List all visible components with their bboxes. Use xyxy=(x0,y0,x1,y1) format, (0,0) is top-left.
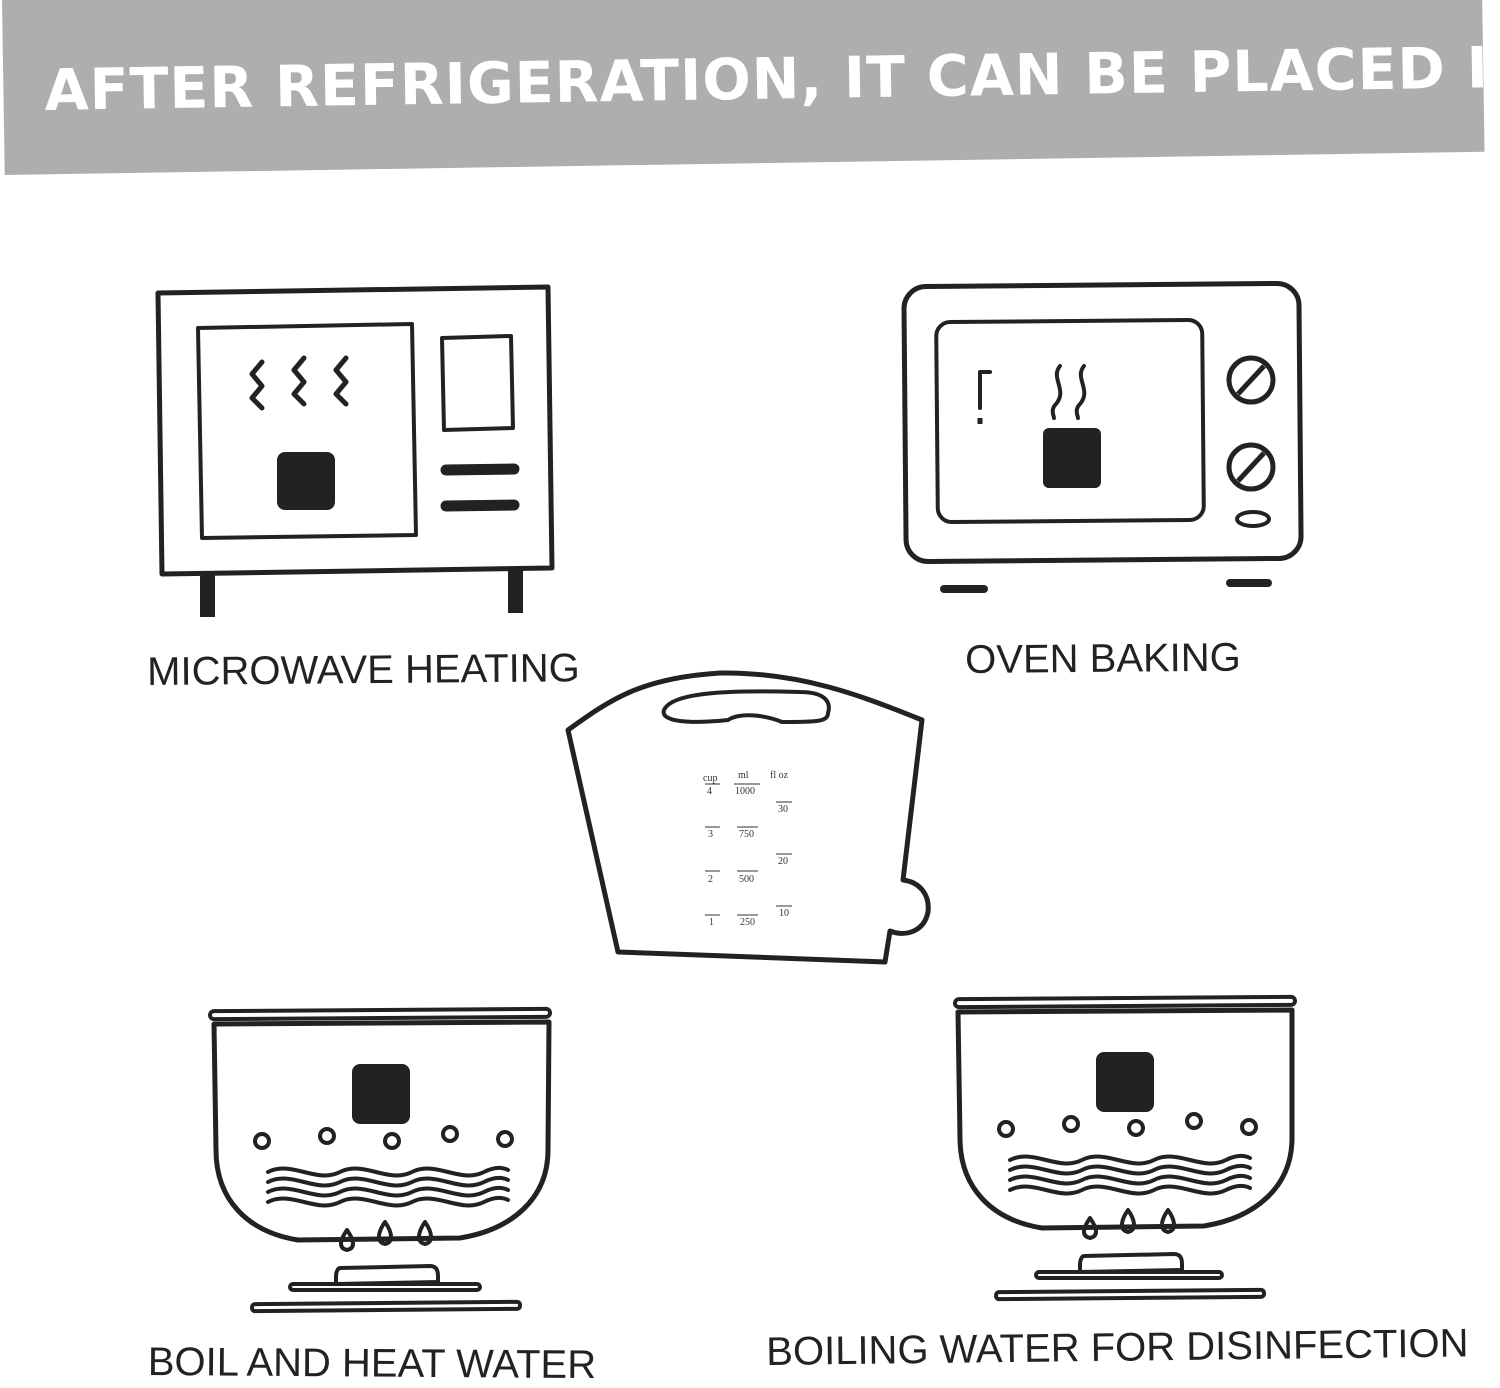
scale-ml-750: 750 xyxy=(739,829,754,840)
flame-icon xyxy=(1082,1208,1176,1240)
scale-floz-20: 20 xyxy=(778,856,788,867)
boiling-pot-icon xyxy=(208,1006,552,1314)
heat-waves-icon xyxy=(249,355,349,411)
scale-ml-500: 500 xyxy=(739,874,754,885)
water-waves-icon xyxy=(266,1166,510,1208)
caption-boil-and-heat-water: BOIL AND HEAT WATER xyxy=(147,1340,597,1388)
caption-oven-baking: OVEN BAKING xyxy=(965,635,1241,682)
scale-cup-3: 3 xyxy=(708,829,713,840)
flame-icon xyxy=(339,1220,433,1252)
knob-icon xyxy=(1226,442,1276,492)
microwave-icon xyxy=(155,284,555,617)
water-waves-icon xyxy=(1008,1154,1252,1196)
scale-cup-2: 2 xyxy=(708,874,713,885)
scale-floz-30: 30 xyxy=(778,804,788,815)
caption-microwave-heating: MICROWAVE HEATING xyxy=(147,646,580,694)
scale-header-floz: fl oz xyxy=(770,770,789,781)
measurement-scale: cup ml fl oz 4 1000 30 3 750 20 2 500 10… xyxy=(703,770,792,928)
oven-icon xyxy=(901,280,1304,593)
knob-icon xyxy=(1226,355,1276,405)
caption-boiling-water-for-disinfection: BOILING WATER FOR DISINFECTION xyxy=(766,1321,1469,1374)
scale-cup-1: 1 xyxy=(709,917,714,928)
scale-ml-250: 250 xyxy=(740,917,755,928)
scale-cup-4: 4 xyxy=(707,786,712,797)
silicone-bag-icon: cup ml fl oz 4 1000 30 3 750 20 2 500 10… xyxy=(565,670,931,965)
scale-header-ml: ml xyxy=(738,770,749,781)
boiling-pot-icon xyxy=(953,994,1297,1302)
scale-header-cup: cup xyxy=(703,773,717,784)
bubble-icon xyxy=(253,1125,514,1150)
scale-ml-1000: 1000 xyxy=(735,786,755,797)
steam-icon xyxy=(1050,364,1087,420)
scale-floz-10: 10 xyxy=(779,908,789,919)
bubble-icon xyxy=(997,1112,1258,1138)
